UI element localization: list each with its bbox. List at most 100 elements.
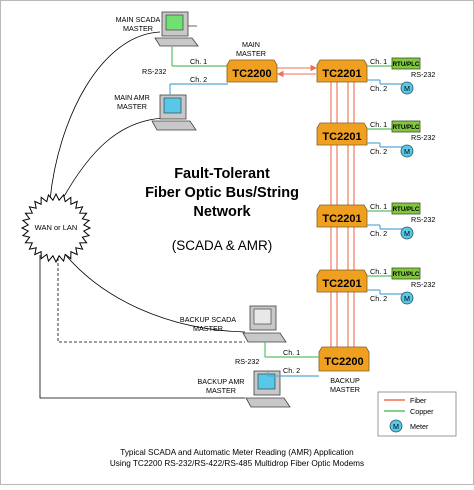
- title-line-1: Fault-Tolerant: [174, 166, 270, 182]
- main-amr-computer: MAIN AMR MASTER: [114, 93, 197, 131]
- main-amr-label-1: MAIN AMR: [114, 93, 150, 102]
- ch2-label-backup: Ch. 2: [283, 366, 300, 375]
- legend-fiber: Fiber: [410, 396, 427, 405]
- modem-body: [318, 346, 370, 372]
- rtu-plc-box: [391, 120, 421, 133]
- title-line-2: Fiber Optic Bus/String: [145, 185, 299, 201]
- legend-meter: Meter: [410, 422, 429, 431]
- keyboard-icon: [154, 37, 199, 47]
- screen-amr: [163, 97, 182, 114]
- legend-copper: Copper: [410, 407, 434, 416]
- legend: Fiber Copper M Meter: [377, 391, 457, 437]
- rs232-label: RS-232: [411, 215, 435, 224]
- title-line-3: Network: [193, 204, 251, 220]
- rtu-plc-label: RTU/PLC: [393, 124, 420, 131]
- modem-remote-label: TC2201: [322, 278, 361, 290]
- wan-link-main-scada: [49, 31, 161, 201]
- rtu-plc-label: RTU/PLC: [393, 206, 420, 213]
- rs232-label: RS-232: [411, 280, 435, 289]
- main-scada-label-1: MAIN SCADA: [116, 15, 161, 24]
- rs232-label-backup: RS-232: [235, 357, 259, 366]
- rtu-plc-label: RTU/PLC: [393, 61, 420, 68]
- modem-remote-label: TC2201: [322, 213, 361, 225]
- modem-remote-label: TC2201: [322, 68, 361, 80]
- ch1-label-main: Ch. 1: [190, 57, 207, 66]
- ch1-label: Ch. 1: [370, 202, 387, 211]
- meter-icon: [400, 81, 414, 95]
- main-copper-links: RS-232 Ch. 1 Ch. 2: [142, 46, 228, 95]
- rs232-label: RS-232: [411, 70, 435, 79]
- main-amr-label-2: MASTER: [117, 102, 147, 111]
- ch2-label-main: Ch. 2: [190, 75, 207, 84]
- meter-symbol: M: [404, 147, 410, 156]
- ch2-label: Ch. 2: [370, 84, 387, 93]
- ch2-label: Ch. 2: [370, 229, 387, 238]
- ch1-label: Ch. 1: [370, 120, 387, 129]
- wan-label: WAN or LAN: [35, 223, 78, 232]
- title-block: Fault-Tolerant Fiber Optic Bus/String Ne…: [145, 166, 299, 253]
- main-scada-computer: MAIN SCADA MASTER: [116, 11, 199, 47]
- modem-main-label: TC2200: [232, 68, 271, 80]
- network-links-dashed: [57, 258, 245, 343]
- title-line-4: (SCADA & AMR): [172, 238, 273, 253]
- backup-amr-computer: BACKUP AMR MASTER: [198, 370, 291, 408]
- ch1-label-backup: Ch. 1: [283, 348, 300, 357]
- backup-master-label-2: MASTER: [330, 385, 360, 394]
- modem-main-tc2200: TC2200: [226, 59, 278, 83]
- screen-backup-amr: [257, 373, 276, 390]
- backup-scada-computer: BACKUP SCADA MASTER: [180, 305, 287, 343]
- meter-symbol: M: [404, 294, 410, 303]
- keyboard-icon: [242, 332, 287, 343]
- modem-backup-label: TC2200: [324, 356, 363, 368]
- wan-link-backup-scada: [59, 247, 246, 333]
- meter-symbol: M: [404, 229, 410, 238]
- backup-copper-links: RS-232 Ch. 1 Ch. 2: [235, 342, 319, 377]
- backup-scada-label-1: BACKUP SCADA: [180, 315, 236, 324]
- rtu-plc-label: RTU/PLC: [393, 271, 420, 278]
- meter-icon: [400, 226, 414, 240]
- backup-scada-label-2: MASTER: [193, 324, 223, 333]
- wan-link-main-amr: [61, 117, 166, 201]
- meter-icon: [400, 144, 414, 158]
- rtu-plc-box: [391, 202, 421, 215]
- meter-symbol: M: [404, 84, 410, 93]
- main-scada-label-2: MASTER: [123, 24, 153, 33]
- keyboard-icon: [151, 120, 197, 131]
- ch1-label: Ch. 1: [370, 57, 387, 66]
- wan-cloud: WAN or LAN: [20, 192, 92, 264]
- screen-scada: [165, 14, 184, 31]
- backup-master-label-1: BACKUP: [330, 376, 360, 385]
- main-master-label-2: MASTER: [236, 49, 266, 58]
- main-master-label-1: MAIN: [242, 40, 260, 49]
- backup-amr-label-1: BACKUP AMR: [198, 377, 245, 386]
- caption-line-2: Using TC2200 RS-232/RS-422/RS-485 Multid…: [110, 459, 364, 468]
- ch1-label: Ch. 1: [370, 267, 387, 276]
- screen-backup-scada: [253, 308, 272, 325]
- network-links: [39, 31, 246, 399]
- caption-line-1: Typical SCADA and Automatic Meter Readin…: [120, 448, 354, 457]
- keyboard-icon: [245, 397, 291, 408]
- backup-amr-label-2: MASTER: [206, 386, 236, 395]
- wan-starburst-shape: [20, 192, 92, 264]
- legend-meter-symbol: M: [393, 422, 399, 431]
- rs232-label-main: RS-232: [142, 67, 166, 76]
- ch2-label: Ch. 2: [370, 294, 387, 303]
- modem-body: [226, 59, 278, 83]
- wan-dashed-link: [57, 258, 245, 343]
- rs232-label: RS-232: [411, 133, 435, 142]
- ch2-label: Ch. 2: [370, 147, 387, 156]
- modem-body: [316, 122, 368, 146]
- modem-remote-label: TC2201: [322, 131, 361, 143]
- rtu-plc-box: [391, 57, 421, 70]
- meter-icon: [400, 291, 414, 305]
- modem-body: [316, 59, 368, 83]
- rtu-plc-box: [391, 267, 421, 280]
- modem-backup-tc2200: TC2200: [318, 346, 370, 372]
